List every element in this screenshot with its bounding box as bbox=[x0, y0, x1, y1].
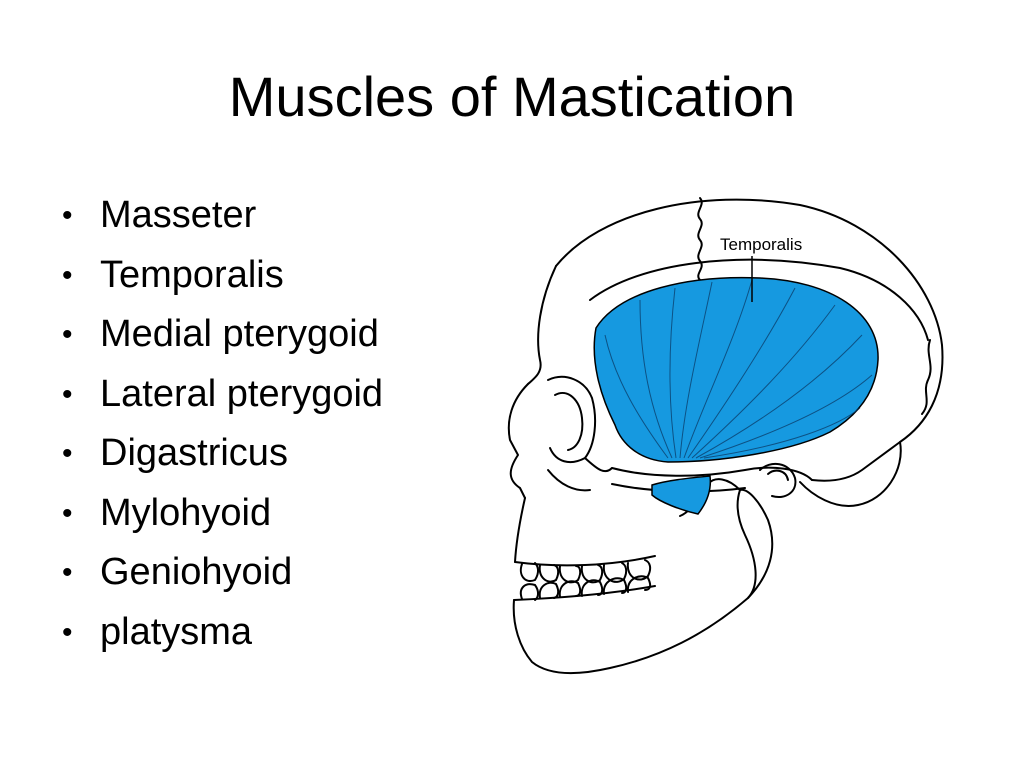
temporalis-muscle bbox=[593, 276, 879, 463]
list-item: • Medial pterygoid bbox=[62, 305, 383, 365]
bullet-icon: • bbox=[62, 615, 73, 649]
bullet-icon: • bbox=[62, 556, 73, 589]
bullet-icon: • bbox=[62, 258, 73, 292]
skull-diagram: Temporalis bbox=[507, 197, 944, 675]
bullet-icon: • bbox=[62, 318, 73, 351]
slide-title: Muscles of Mastication bbox=[228, 65, 796, 128]
list-item: • Temporalis bbox=[62, 246, 383, 306]
bullet-icon: • bbox=[62, 199, 73, 232]
muscle-list: •Masseter •Temporalis •Medial pterygoid … bbox=[62, 186, 383, 662]
list-item-label: Mylohyoid bbox=[100, 491, 272, 534]
list-item-label: Masseter bbox=[100, 194, 257, 236]
list-item-label: Geniohyoid bbox=[100, 551, 293, 593]
bullet-icon: • bbox=[62, 496, 73, 530]
list-item-label: Temporalis bbox=[100, 253, 284, 296]
skull-outline bbox=[507, 197, 944, 675]
bullet-icon: • bbox=[62, 437, 73, 470]
list-item: • Digastricus bbox=[62, 424, 383, 484]
list-item-label: platysma bbox=[100, 610, 253, 653]
pterygoid-muscle bbox=[651, 475, 712, 515]
list-item: • Lateral pterygoid bbox=[62, 365, 383, 425]
list-item: • platysma bbox=[62, 603, 383, 663]
bullet-icon: • bbox=[62, 377, 73, 411]
list-item: • Mylohyoid bbox=[62, 484, 383, 544]
list-item: • Masseter bbox=[62, 186, 383, 246]
list-item-label: Digastricus bbox=[100, 432, 288, 474]
list-item-label: Lateral pterygoid bbox=[100, 372, 384, 415]
temporalis-label: Temporalis bbox=[720, 235, 802, 254]
list-item-label: Medial pterygoid bbox=[100, 313, 379, 355]
list-item: • Geniohyoid bbox=[62, 543, 383, 603]
